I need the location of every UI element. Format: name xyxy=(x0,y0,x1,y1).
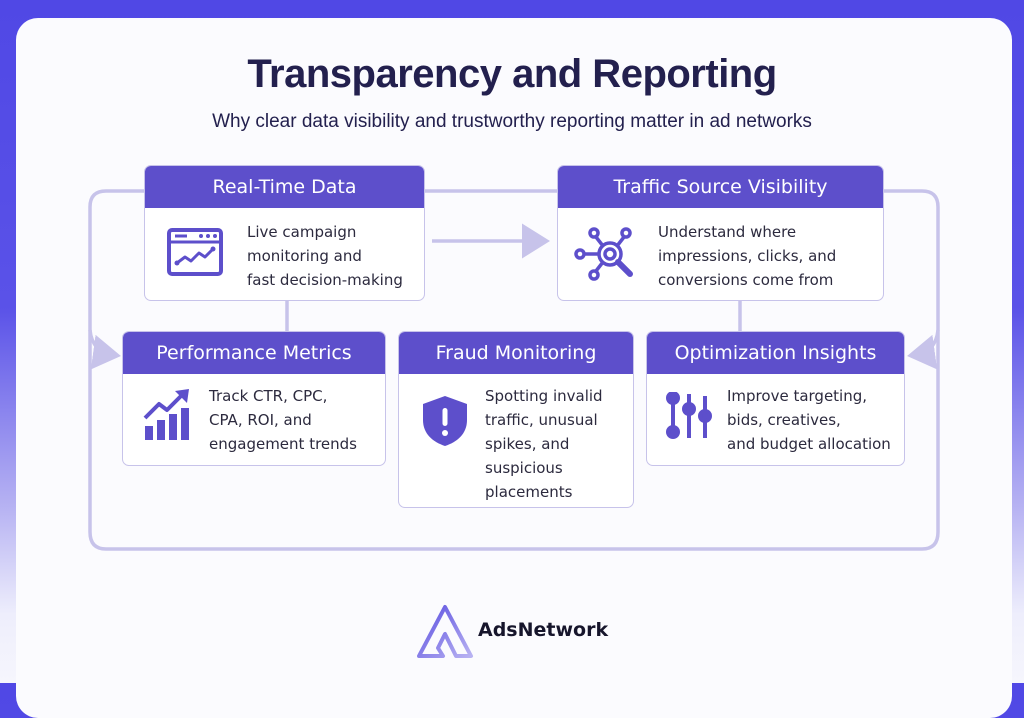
page-subtitle: Why clear data visibility and trustworth… xyxy=(212,111,812,132)
card-performance-metrics: Performance Metrics Track CTR, CPC, CPA,… xyxy=(122,331,386,466)
card-fraud-monitoring: Fraud Monitoring Spotting invalid traffi… xyxy=(398,331,634,508)
adsnetwork-logo-icon xyxy=(417,605,473,658)
card-title: Fraud Monitoring xyxy=(399,332,633,374)
card-real-time-data: Real-Time Data Live campaign monitoring … xyxy=(144,165,425,301)
browser-chart-icon xyxy=(167,228,223,276)
card-description: Spotting invalid traffic, unusual spikes… xyxy=(485,387,603,501)
card-traffic-source-visibility: Traffic Source Visibility Understand whe… xyxy=(557,165,884,301)
sliders-icon xyxy=(666,392,712,439)
arrow-to-performance xyxy=(88,329,121,370)
arrow-to-optimization xyxy=(907,329,940,370)
card-description: Understand where impressions, clicks, an… xyxy=(658,223,837,289)
brand-name: AdsNetwork xyxy=(478,619,609,641)
flow-connectors xyxy=(88,189,940,551)
card-description: Live campaign monitoring and fast decisi… xyxy=(247,223,403,289)
page-title: Transparency and Reporting xyxy=(247,52,777,96)
network-search-icon xyxy=(574,227,633,281)
card-title: Traffic Source Visibility xyxy=(558,166,883,208)
card-title: Performance Metrics xyxy=(123,332,385,374)
card-description: Track CTR, CPC, CPA, ROI, and engagement… xyxy=(209,387,357,453)
shield-alert-icon xyxy=(423,396,467,446)
card-optimization-insights: Optimization Insights Improve targeting,… xyxy=(646,331,905,466)
card-title: Real-Time Data xyxy=(145,166,424,208)
card-description: Improve targeting, bids, creatives, and … xyxy=(727,387,891,453)
card-title: Optimization Insights xyxy=(647,332,904,374)
outer-loop-connector xyxy=(88,189,940,551)
growth-chart-icon xyxy=(143,389,189,440)
